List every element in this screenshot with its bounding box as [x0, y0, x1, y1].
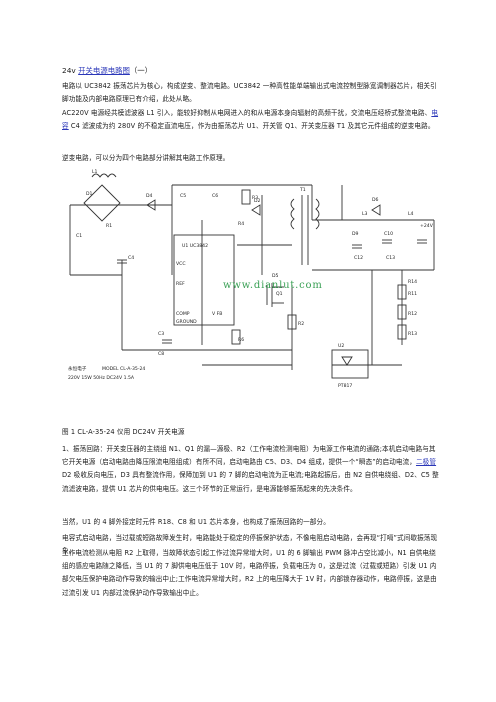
- label-t1: T1: [299, 187, 306, 193]
- label-c12: C12: [354, 255, 363, 261]
- label-vfb: V FB: [212, 311, 222, 317]
- paragraph-current-detect: 工作电流检测从电阻 R2 上取得，当故障状态引起工作过流异常增大时，U1 的 6…: [62, 549, 437, 597]
- document-title: 24v 开关电源电路图（一）: [62, 66, 152, 76]
- label-c1: C1: [76, 233, 82, 239]
- label-c6: C6: [212, 193, 218, 199]
- label-model: MODEL CL-A-35-24: [102, 366, 145, 372]
- paragraph-timing: 当然，U1 的 4 脚外接定时元件 R18、C8 和 U1 芯片本身，也构成了振…: [62, 518, 330, 526]
- label-r3: R3: [252, 195, 258, 201]
- p5-text-a: 1、振荡回路：开关变压器的主绕组 N1、Q1 的漏—源极、R2（工作电流检测电阻…: [62, 445, 436, 467]
- label-d4: D4: [146, 193, 153, 199]
- label-rating: 220V 15W 50Hz DC24V 1.5A: [68, 375, 135, 381]
- label-ref: REF: [176, 281, 185, 287]
- label-r13: R13: [408, 331, 417, 337]
- circuit-schematic: L1 D1 D4 D2 D6 D5 D9 C1 C4 C5 C6 C3 C8 C…: [68, 169, 435, 389]
- label-r6: R6: [238, 337, 244, 343]
- paragraph-capacitor-start: 电容式启动电路，当过载或短路故障发生时，电路能处于稳定的停振保护状态，不像电阻启…: [62, 534, 438, 556]
- figure-caption: 图 1 CL-A-35-24 仪用 DC24V 开关电源: [62, 428, 185, 436]
- label-vcc: VCC: [176, 261, 186, 267]
- label-q1: Q1: [276, 291, 283, 297]
- label-c10: C10: [384, 231, 393, 237]
- label-u2: U2: [338, 343, 344, 349]
- paragraph-intro: 电路以 UC3842 振荡芯片为核心，构成逆变、整流电路。UC3842 一种高性…: [62, 82, 437, 104]
- title-suffix: （一）: [129, 66, 153, 75]
- label-u1: U1 UC3842: [182, 243, 208, 249]
- label-vout: +24V: [420, 223, 434, 229]
- label-l3: L3: [362, 211, 368, 217]
- watermark: www.dianlut.com: [223, 280, 323, 291]
- label-d2: D2: [254, 198, 261, 204]
- label-l1: L1: [92, 169, 98, 175]
- label-r12: R12: [408, 311, 417, 317]
- label-ground: GROUND: [176, 319, 197, 325]
- diode-link[interactable]: 二极管: [415, 458, 437, 467]
- label-l4: L4: [408, 211, 414, 217]
- paragraph-oscillator: 1、振荡回路：开关变压器的主绕组 N1、Q1 的漏—源极、R2（工作电流检测电阻…: [62, 443, 440, 496]
- label-d5: D5: [272, 273, 279, 279]
- label-d6: D6: [372, 197, 379, 203]
- paragraph-inverter: 逆变电路，可以分为四个电路部分讲解其电路工作原理。: [62, 154, 230, 162]
- label-r4: R4: [238, 221, 244, 227]
- label-c8: C8: [158, 351, 164, 357]
- label-pt817: PT817: [338, 383, 352, 389]
- label-c3: C3: [158, 331, 164, 337]
- label-d1: D1: [86, 191, 93, 197]
- label-r1: R1: [106, 223, 112, 229]
- label-c4: C4: [128, 255, 134, 261]
- p5-text-b: D2 吸收反向电压，D3 具有整流作用，保障加到 U1 的 7 脚的启动电流为正…: [62, 471, 439, 493]
- capacitor-link[interactable]: 电容: [62, 109, 439, 131]
- label-vendor: 永恒电子: [68, 365, 87, 372]
- label-comp: COMP: [176, 311, 190, 317]
- label-r11: R11: [408, 291, 417, 297]
- p2-text-b: C4 滤波成为约 280V 的不稳定直流电压，作为由振荡芯片 U1、开关管 Q1…: [68, 122, 435, 131]
- p2-text-a: AC220V 电源经共模滤波器 L1 引入，能较好抑制从电网进入的和从电源本身向…: [62, 109, 432, 117]
- title-prefix: 24v: [62, 66, 79, 75]
- label-r2: R2: [298, 321, 304, 327]
- label-d9: D9: [352, 231, 359, 237]
- label-c13: C13: [386, 255, 395, 261]
- label-c5: C5: [180, 193, 186, 199]
- label-r14: R14: [408, 279, 417, 285]
- title-link[interactable]: 开关电源电路图: [78, 66, 130, 75]
- paragraph-input-filter: AC220V 电源经共模滤波器 L1 引入，能较好抑制从电网进入的和从电源本身向…: [62, 107, 440, 133]
